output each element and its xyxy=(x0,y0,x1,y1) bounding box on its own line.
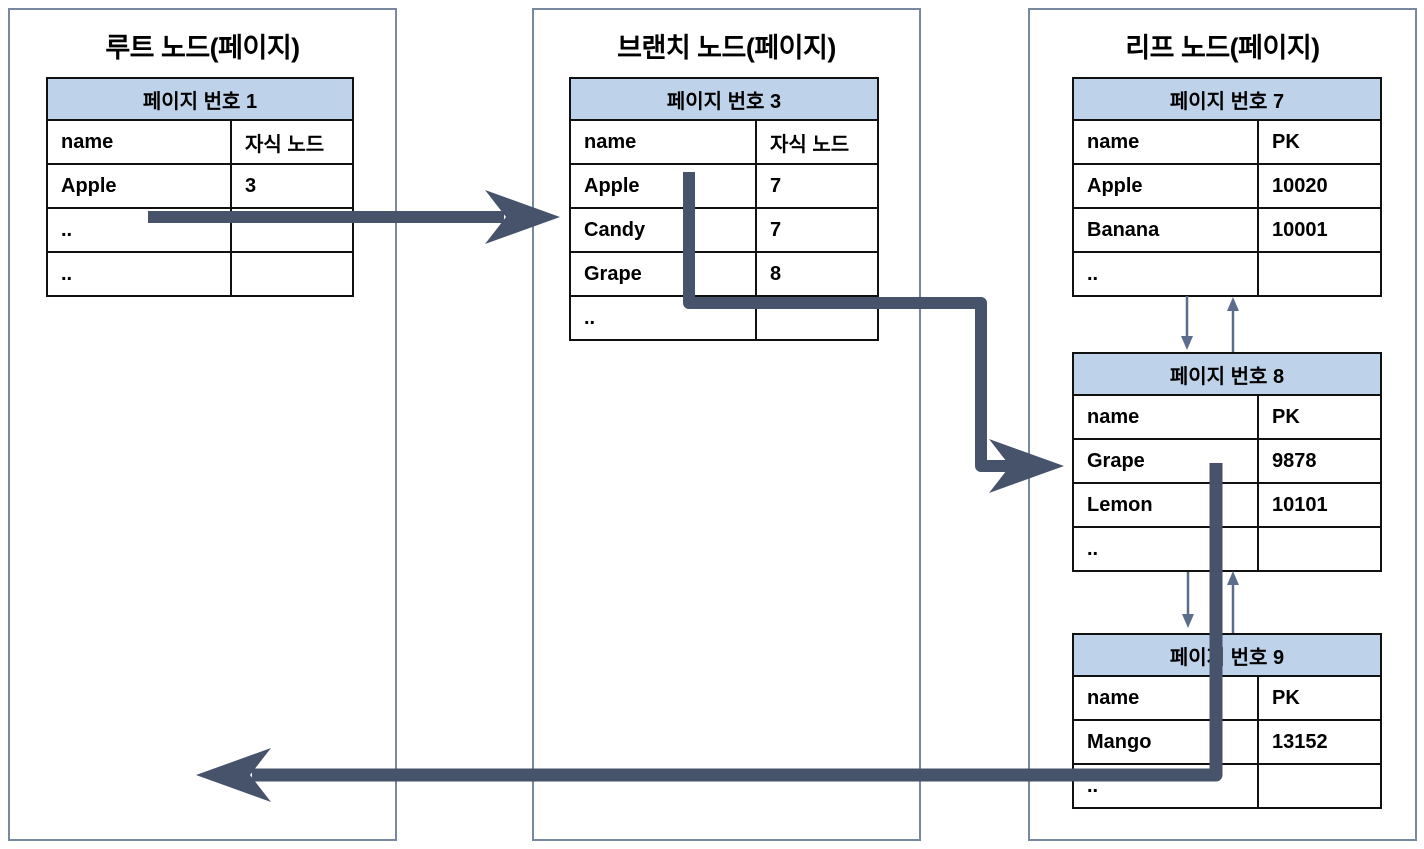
cell-value: 10020 xyxy=(1257,163,1382,209)
table-row: 페이지 번호 1 xyxy=(46,77,354,121)
table-row: name PK xyxy=(1072,394,1382,440)
column-header: name xyxy=(46,119,232,165)
table-row: 페이지 번호 8 xyxy=(1072,352,1382,396)
table-row: name 자식 노드 xyxy=(569,119,879,165)
cell-value: 3 xyxy=(230,163,354,209)
cell-value xyxy=(230,251,354,297)
cell-value xyxy=(230,207,354,253)
table-row: name PK xyxy=(1072,119,1382,165)
table-row: .. xyxy=(569,295,879,341)
column-header: name xyxy=(1072,675,1259,721)
column-header: PK xyxy=(1257,119,1382,165)
cell-value: 9878 xyxy=(1257,438,1382,484)
table-row: Grape 9878 xyxy=(1072,438,1382,484)
cell-name: Candy xyxy=(569,207,757,253)
cell-name: .. xyxy=(569,295,757,341)
table-row: .. xyxy=(1072,526,1382,572)
cell-value: 7 xyxy=(755,163,879,209)
panel-leaf-title: 리프 노드(페이지) xyxy=(1125,33,1320,63)
cell-value: 8 xyxy=(755,251,879,297)
cell-value: 7 xyxy=(755,207,879,253)
table-row: 페이지 번호 3 xyxy=(569,77,879,121)
column-header: PK xyxy=(1257,394,1382,440)
column-header: 자식 노드 xyxy=(230,119,354,165)
cell-name: Grape xyxy=(569,251,757,297)
cell-value xyxy=(1257,763,1382,809)
cell-name: .. xyxy=(46,251,232,297)
cell-name: .. xyxy=(1072,526,1259,572)
cell-name: .. xyxy=(1072,763,1259,809)
column-header: name xyxy=(1072,119,1259,165)
panel-root-title: 루트 노드(페이지) xyxy=(105,33,300,63)
cell-value: 13152 xyxy=(1257,719,1382,765)
cell-name: Lemon xyxy=(1072,482,1259,528)
table-row: Mango 13152 xyxy=(1072,719,1382,765)
table-page-3: 페이지 번호 3 name 자식 노드 Apple 7 Candy 7 Grap… xyxy=(569,77,879,341)
table-row: Grape 8 xyxy=(569,251,879,297)
table-row: Apple 7 xyxy=(569,163,879,209)
table-row: Lemon 10101 xyxy=(1072,482,1382,528)
table-page-number: 페이지 번호 8 xyxy=(1072,352,1382,396)
cell-name: Apple xyxy=(46,163,232,209)
cell-name: Grape xyxy=(1072,438,1259,484)
table-row: name PK xyxy=(1072,675,1382,721)
cell-name: .. xyxy=(1072,251,1259,297)
cell-value: 10101 xyxy=(1257,482,1382,528)
panel-branch-title: 브랜치 노드(페이지) xyxy=(617,33,836,63)
table-page-number: 페이지 번호 9 xyxy=(1072,633,1382,677)
table-row: .. xyxy=(1072,763,1382,809)
column-header: 자식 노드 xyxy=(755,119,879,165)
cell-name: Banana xyxy=(1072,207,1259,253)
table-page-8: 페이지 번호 8 name PK Grape 9878 Lemon 10101 … xyxy=(1072,352,1382,572)
table-row: .. xyxy=(46,207,354,253)
cell-name: Apple xyxy=(569,163,757,209)
cell-value: 10001 xyxy=(1257,207,1382,253)
table-row: .. xyxy=(46,251,354,297)
cell-value xyxy=(1257,526,1382,572)
cell-value xyxy=(755,295,879,341)
column-header: name xyxy=(1072,394,1259,440)
table-row: 페이지 번호 7 xyxy=(1072,77,1382,121)
table-row: Apple 3 xyxy=(46,163,354,209)
table-row: Candy 7 xyxy=(569,207,879,253)
cell-name: Apple xyxy=(1072,163,1259,209)
cell-name: Mango xyxy=(1072,719,1259,765)
table-page-number: 페이지 번호 1 xyxy=(46,77,354,121)
table-row: 페이지 번호 9 xyxy=(1072,633,1382,677)
cell-name: .. xyxy=(46,207,232,253)
column-header: PK xyxy=(1257,675,1382,721)
table-row: .. xyxy=(1072,251,1382,297)
column-header: name xyxy=(569,119,757,165)
table-row: Apple 10020 xyxy=(1072,163,1382,209)
table-row: Banana 10001 xyxy=(1072,207,1382,253)
table-page-number: 페이지 번호 3 xyxy=(569,77,879,121)
table-row: name 자식 노드 xyxy=(46,119,354,165)
table-page-1: 페이지 번호 1 name 자식 노드 Apple 3 .. .. xyxy=(46,77,354,297)
table-page-9: 페이지 번호 9 name PK Mango 13152 .. xyxy=(1072,633,1382,809)
table-page-7: 페이지 번호 7 name PK Apple 10020 Banana 1000… xyxy=(1072,77,1382,297)
table-page-number: 페이지 번호 7 xyxy=(1072,77,1382,121)
cell-value xyxy=(1257,251,1382,297)
